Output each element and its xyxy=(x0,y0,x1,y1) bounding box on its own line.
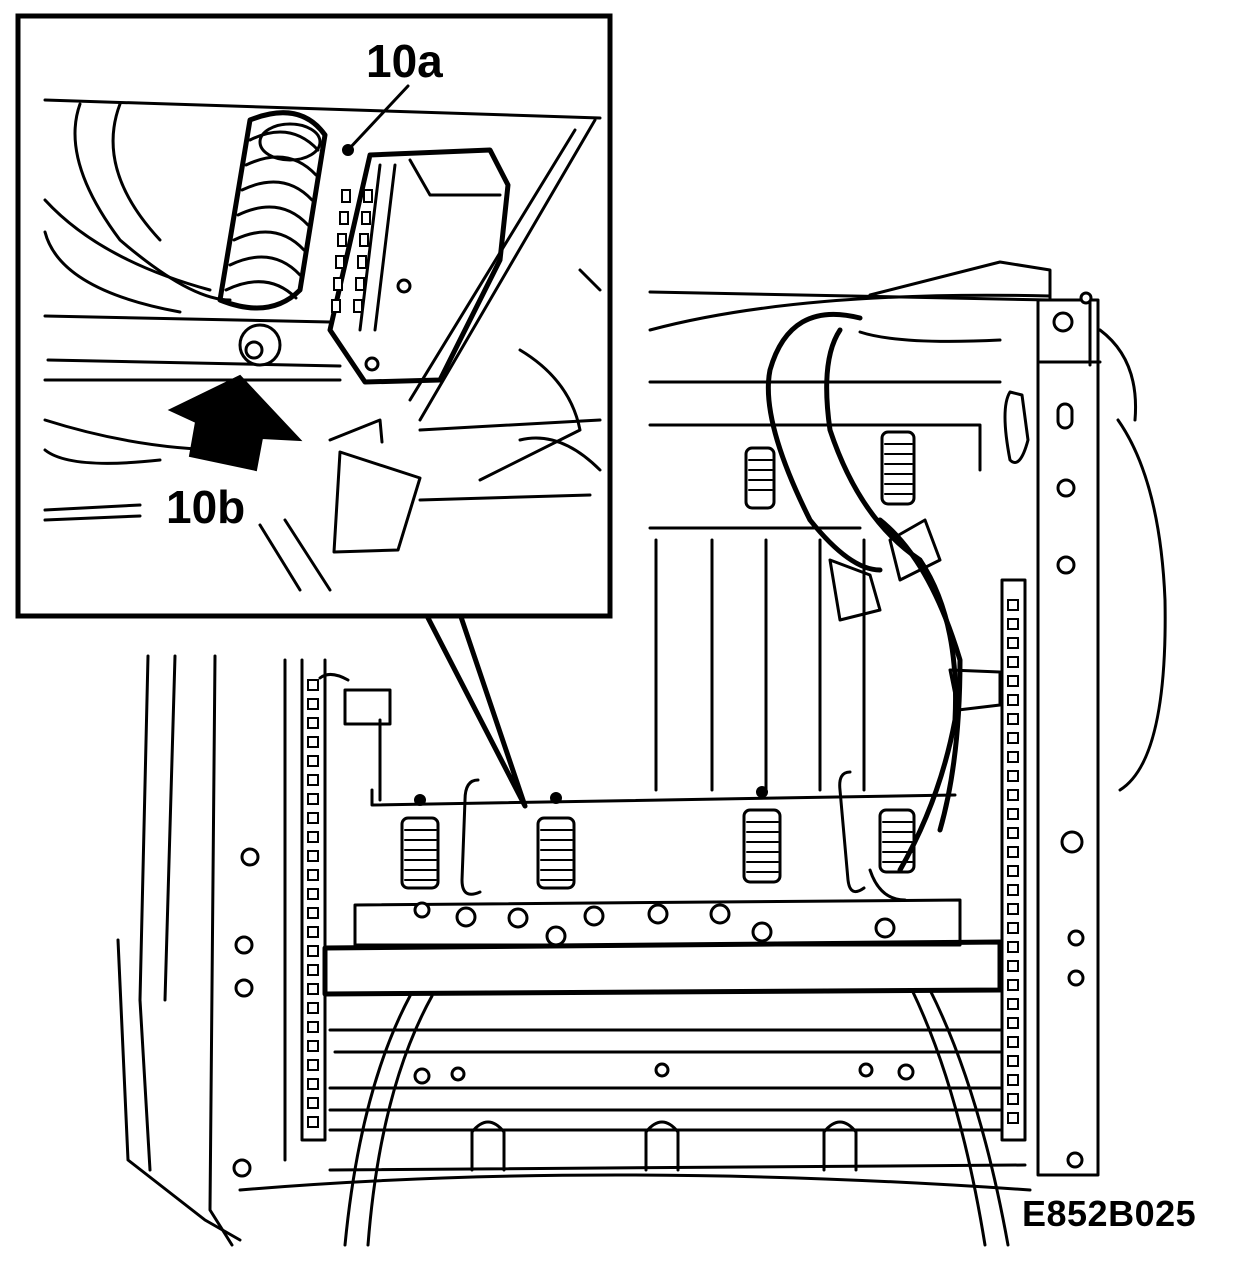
arrow-10b xyxy=(167,374,303,472)
connector-pin xyxy=(355,277,365,291)
spring-detail xyxy=(217,110,328,311)
rail-slot xyxy=(1007,846,1019,858)
connector-pin xyxy=(337,233,347,247)
rail-slot xyxy=(307,1059,319,1071)
rail-slot xyxy=(307,774,319,786)
right-rail-slots xyxy=(1007,599,1019,1124)
frame-hole xyxy=(240,847,260,867)
rail-slot xyxy=(1007,998,1019,1010)
rail-slot xyxy=(307,717,319,729)
connector-pin xyxy=(341,189,351,203)
rail-slot xyxy=(1007,1017,1019,1029)
rail-slot xyxy=(1007,960,1019,972)
rail-slot xyxy=(1007,637,1019,649)
rail-slot xyxy=(307,964,319,976)
rail-slot xyxy=(307,1021,319,1033)
rail-slot xyxy=(1007,884,1019,896)
rail-slot xyxy=(307,945,319,957)
rail-slot xyxy=(1007,675,1019,687)
connector-block xyxy=(327,147,511,385)
hook-wire xyxy=(460,778,482,896)
rail-slot xyxy=(307,736,319,748)
left-rail xyxy=(300,658,327,1142)
spring xyxy=(400,794,440,890)
wiring-harness xyxy=(765,311,883,573)
rail-slot xyxy=(1007,599,1019,611)
connector-pin xyxy=(359,233,369,247)
rail-slot xyxy=(307,1097,319,1109)
connector-pin xyxy=(361,211,371,225)
rail-slot xyxy=(1007,1074,1019,1086)
rail-slot xyxy=(1007,903,1019,915)
rail-slot xyxy=(307,850,319,862)
callout-label-10b: 10b xyxy=(166,481,246,533)
rail-slot xyxy=(307,831,319,843)
rail-slot xyxy=(1007,770,1019,782)
connector-pin xyxy=(357,255,367,269)
callout-leader xyxy=(423,611,528,809)
spring xyxy=(878,808,916,874)
callout-label-10a: 10a xyxy=(366,35,443,87)
connector-pin xyxy=(363,189,373,203)
spring xyxy=(742,786,782,884)
rail-slot xyxy=(1007,713,1019,725)
rail-slot xyxy=(307,793,319,805)
rail-slot xyxy=(307,1078,319,1090)
seat-frame-drawing xyxy=(116,260,1167,1247)
rail-slot xyxy=(307,755,319,767)
rail-slot xyxy=(307,983,319,995)
rail-slot xyxy=(1007,732,1019,744)
rail-slot xyxy=(1007,656,1019,668)
connector-pin xyxy=(353,299,363,313)
detail-inset xyxy=(15,13,613,619)
rail-slot xyxy=(307,1116,319,1128)
spring-mount-bar xyxy=(370,788,957,807)
rail-slot xyxy=(1007,789,1019,801)
rail-slot xyxy=(1007,827,1019,839)
rail-slot xyxy=(307,888,319,900)
rail-slot xyxy=(1007,808,1019,820)
connector-pin xyxy=(333,277,343,291)
rail-slot xyxy=(307,698,319,710)
rail-slot xyxy=(307,926,319,938)
spring xyxy=(880,430,916,506)
left-rail-slots xyxy=(307,679,319,1128)
rail-slot xyxy=(307,1040,319,1052)
connector-pin xyxy=(335,255,345,269)
rail-slot xyxy=(307,869,319,881)
rail-slot xyxy=(1007,1112,1019,1124)
rail-slot xyxy=(1007,941,1019,953)
spring xyxy=(536,792,576,890)
rail-slot xyxy=(1007,979,1019,991)
left-cushion-outline xyxy=(138,654,152,1172)
clip xyxy=(343,688,392,726)
lower-plate-holes xyxy=(413,901,896,947)
rail-slot xyxy=(307,1002,319,1014)
clip-detail xyxy=(332,450,422,554)
connector-pin xyxy=(331,299,341,313)
lower-tube-left xyxy=(343,994,412,1247)
lower-tube-right xyxy=(910,988,987,1247)
right-rail xyxy=(1036,298,1100,1177)
rail-slot xyxy=(1007,618,1019,630)
connector-pin xyxy=(339,211,349,225)
rail-slot xyxy=(1007,1093,1019,1105)
rail-slot xyxy=(1007,694,1019,706)
spring xyxy=(744,446,776,510)
outer-cable xyxy=(1116,418,1167,792)
drawing-code: E852B025 xyxy=(1022,1193,1197,1234)
rail-slot xyxy=(1007,865,1019,877)
front-crossbar xyxy=(322,939,1003,997)
rail-slot xyxy=(1007,751,1019,763)
rail-slot xyxy=(307,812,319,824)
rail-slot xyxy=(1007,1036,1019,1048)
rail-slot xyxy=(307,679,319,691)
rail-slot xyxy=(307,907,319,919)
rail-slot xyxy=(1007,922,1019,934)
rail-slot xyxy=(1007,1055,1019,1067)
callout-line-10a xyxy=(346,84,410,152)
